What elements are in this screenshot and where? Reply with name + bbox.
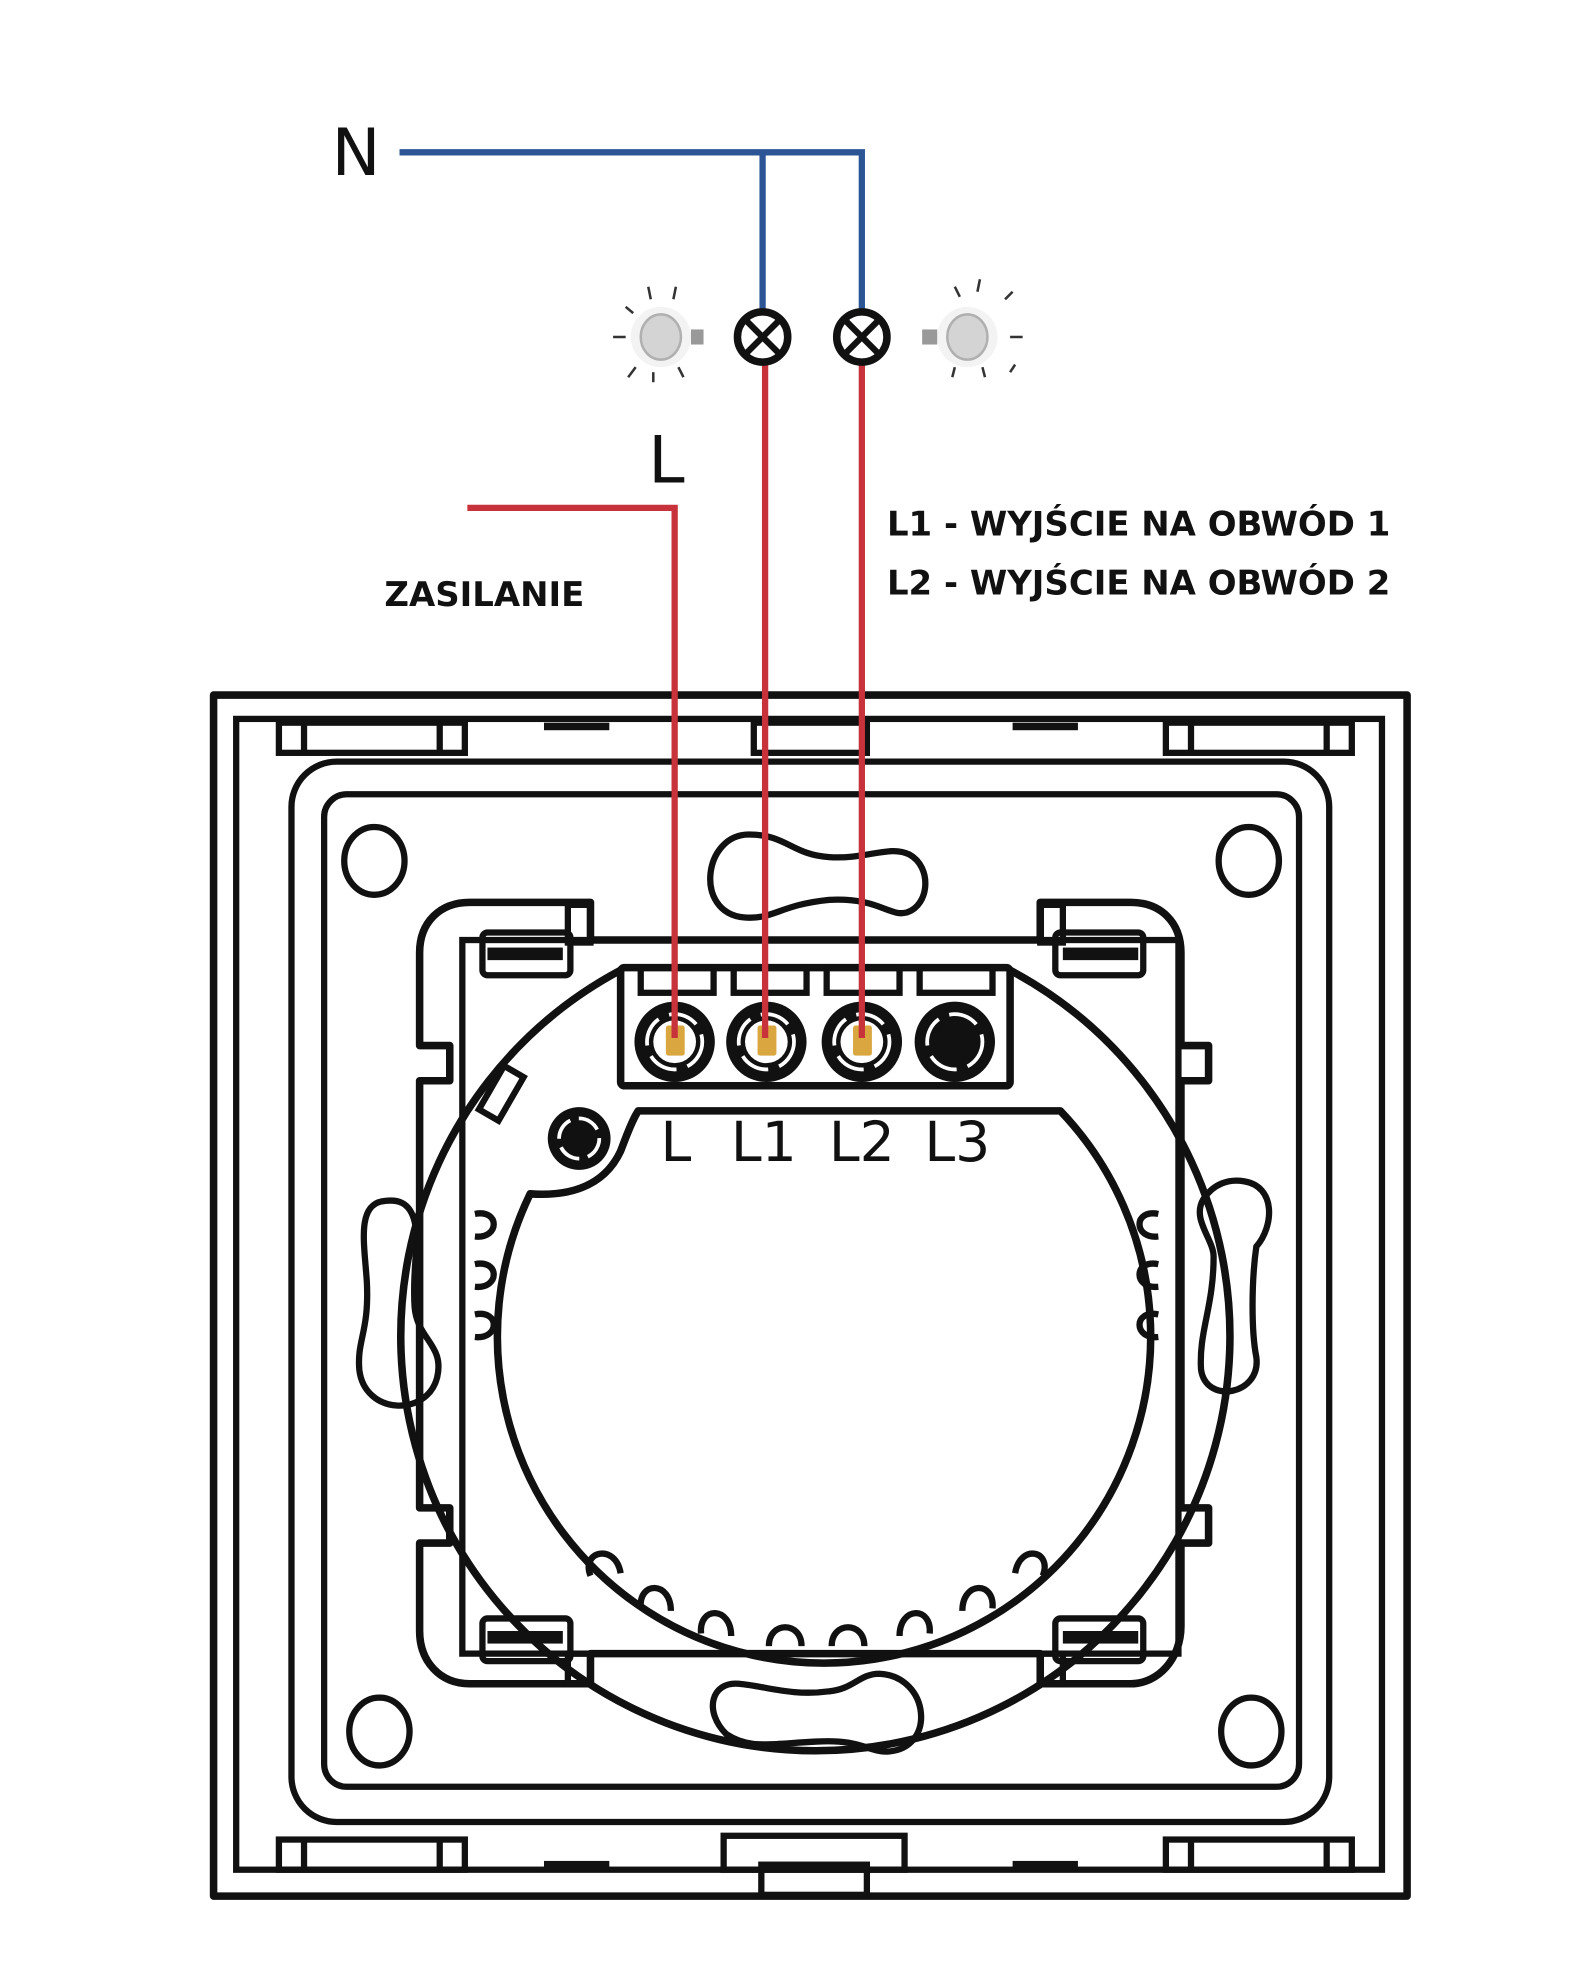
rounded-frame-outer	[288, 758, 1333, 1826]
neutral-label: N	[332, 115, 381, 191]
supply-label: ZASILANIE	[384, 575, 584, 614]
screw-hole-top-right	[1215, 823, 1283, 898]
clip-top-left	[479, 901, 594, 979]
mechanism-plate	[459, 936, 1182, 1657]
bottom-tabs	[275, 1832, 1355, 1898]
clip-top-right	[1037, 901, 1147, 979]
live-label: L	[648, 423, 685, 499]
terminal-pin	[665, 1025, 685, 1056]
terminal-label-L: L	[661, 1111, 692, 1175]
live-supply-wire	[467, 504, 678, 1039]
screw-hole-bottom-left	[346, 1694, 413, 1769]
top-tabs	[275, 719, 1355, 756]
keyhole-right	[1196, 1177, 1273, 1395]
module-screw	[547, 1107, 611, 1170]
round-module-outer	[397, 966, 1234, 1755]
terminal-L3	[914, 1001, 996, 1082]
rounded-frame-inner	[320, 791, 1303, 1790]
legend-line-1: L1 - WYJŚCIE NA OBWÓD 1	[887, 503, 1390, 543]
keyhole-top	[707, 831, 929, 921]
bottom-bumps	[585, 1550, 1048, 1647]
terminal-label-L3: L3	[924, 1111, 990, 1175]
terminal-L2	[821, 1001, 903, 1082]
mechanism-housing	[415, 898, 1213, 1688]
screw-hole-top-left	[341, 823, 408, 898]
screw-hole-bottom-right	[1218, 1694, 1285, 1769]
neutral-wire-main	[399, 149, 865, 312]
keyhole-bottom	[709, 1670, 925, 1755]
switch-back-plate	[209, 691, 1411, 1900]
side-bumps	[474, 1210, 1159, 1341]
terminal-label-L1: L1	[731, 1111, 797, 1175]
round-module-inner	[493, 1107, 1155, 1667]
lamp-cross-icon	[832, 308, 891, 366]
terminal-pin	[853, 1025, 872, 1056]
terminal-L1	[726, 1001, 807, 1082]
legend-line-2: L2 - WYJŚCIE NA OBWÓD 2	[887, 563, 1390, 603]
light-bulb-icon	[613, 286, 704, 383]
lamp-cross-icon	[733, 308, 792, 366]
terminal-L	[634, 1001, 715, 1082]
module-latch	[474, 1061, 528, 1126]
terminal-label-L2: L2	[829, 1111, 895, 1175]
light-bulb-icon	[922, 278, 1023, 378]
